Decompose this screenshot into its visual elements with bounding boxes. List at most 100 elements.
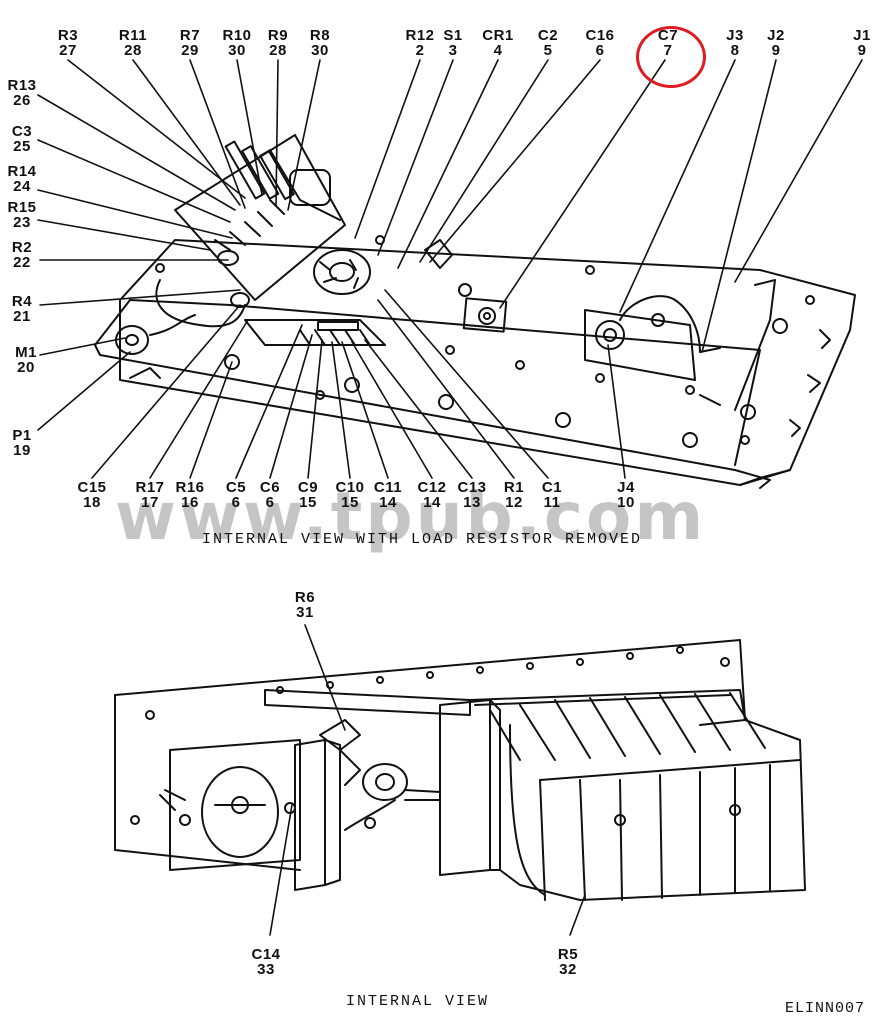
round-meter-bottom — [159, 766, 296, 858]
ref-designator: R5 — [557, 946, 579, 963]
top-chassis-plate — [94, 235, 856, 489]
item-number: 9 — [857, 42, 867, 59]
item-number: 26 — [13, 92, 31, 109]
item-number: 10 — [617, 494, 635, 511]
connector-j3 — [424, 239, 508, 333]
item-number: 33 — [257, 961, 275, 978]
ref-designator: C2 — [537, 27, 559, 44]
ref-designator: R12 — [405, 27, 435, 44]
ref-designator: C14 — [251, 946, 281, 963]
item-number: 21 — [13, 308, 31, 325]
ref-designator: R14 — [7, 163, 37, 180]
caption-top-view: INTERNAL VIEW WITH LOAD RESISTOR REMOVED — [202, 531, 643, 548]
item-number: 6 — [595, 42, 605, 59]
ref-designator: C9 — [297, 479, 319, 496]
item-number: 17 — [141, 494, 159, 511]
ref-designator: J1 — [853, 27, 871, 44]
item-number: 6 — [231, 494, 241, 511]
ref-designator: R6 — [294, 589, 316, 606]
item-number: 2 — [415, 42, 425, 59]
ref-designator: C16 — [585, 27, 615, 44]
item-number: 18 — [83, 494, 101, 511]
potentiometer-r6 — [319, 719, 441, 831]
ref-designator: J3 — [726, 27, 744, 44]
item-number: 30 — [228, 42, 246, 59]
item-number: 27 — [59, 42, 77, 59]
ref-designator: C15 — [77, 479, 107, 496]
ref-designator: R1 — [503, 479, 525, 496]
item-number: 6 — [265, 494, 275, 511]
toroid-coil — [313, 249, 371, 295]
ref-designator: C1 — [541, 479, 563, 496]
item-number: 20 — [17, 359, 35, 376]
terminal-board — [244, 319, 386, 346]
ref-designator: R10 — [222, 27, 252, 44]
item-number: 31 — [296, 604, 314, 621]
caption-bottom-view: INTERNAL VIEW — [346, 993, 490, 1010]
item-number: 13 — [463, 494, 481, 511]
mounting-nuts — [224, 283, 788, 448]
item-number: 16 — [181, 494, 199, 511]
ref-designator: R8 — [309, 27, 331, 44]
item-number: 14 — [423, 494, 441, 511]
ref-designator: J4 — [617, 479, 635, 496]
ref-designator: R15 — [7, 199, 37, 216]
item-number: 14 — [379, 494, 397, 511]
ref-designator: R9 — [267, 27, 289, 44]
item-number: 19 — [13, 442, 31, 459]
item-number: 5 — [543, 42, 553, 59]
ref-designator: R16 — [175, 479, 205, 496]
ref-designator: M1 — [15, 344, 37, 361]
ref-designator: S1 — [443, 27, 463, 44]
item-number: 8 — [730, 42, 740, 59]
item-number: 24 — [13, 178, 31, 195]
ref-designator: R4 — [11, 293, 33, 310]
ref-designator: C7 — [657, 27, 679, 44]
mounting-bracket-bottom — [294, 699, 501, 891]
item-number: 30 — [311, 42, 329, 59]
ref-designator: C12 — [417, 479, 447, 496]
ref-designator: J2 — [767, 27, 785, 44]
item-number: 7 — [663, 42, 673, 59]
item-number: 25 — [13, 138, 31, 155]
ref-designator: C10 — [335, 479, 365, 496]
item-number: 15 — [299, 494, 317, 511]
ref-designator: R2 — [11, 239, 33, 256]
item-number: 28 — [124, 42, 142, 59]
ref-designator: C3 — [11, 123, 33, 140]
item-number: 11 — [543, 494, 561, 511]
item-number: 15 — [341, 494, 359, 511]
leader-lines-bottom — [91, 289, 626, 479]
item-number: 9 — [771, 42, 781, 59]
bottom-chassis-plate — [114, 639, 746, 871]
